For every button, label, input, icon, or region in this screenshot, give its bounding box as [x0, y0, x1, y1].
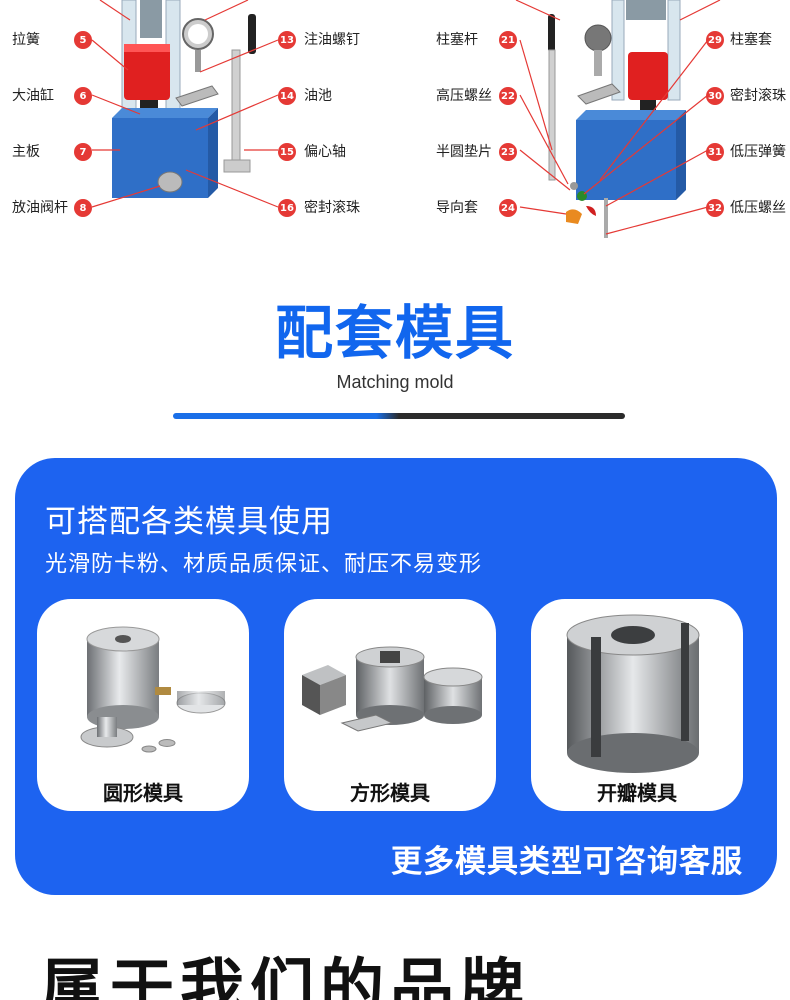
part-badge-32: 32	[706, 199, 724, 217]
section-divider	[173, 413, 625, 419]
part-label-14: 油池	[304, 88, 332, 104]
mold-tile-square: 方形模具	[284, 599, 496, 811]
mold-label-split: 开瓣模具	[597, 781, 677, 805]
card-features: 光滑防卡粉、材质品质保证、耐压不易变形	[45, 552, 483, 577]
part-badge-22: 22	[499, 87, 517, 105]
section-title: 配套模具	[274, 299, 515, 367]
part-badge-24: 24	[499, 199, 517, 217]
square-mold-icon	[302, 646, 483, 732]
card-headline: 可搭配各类模具使用	[45, 504, 333, 540]
parts-diagram: 拉簧 5 大油缸 6 主板 7 放油阀杆 8 13 注油螺钉 14 油池 15 …	[0, 0, 790, 250]
part-label-16: 密封滚珠	[304, 200, 360, 216]
part-label-21: 柱塞杆	[436, 32, 478, 48]
part-badge-8: 8	[74, 199, 92, 217]
mold-label-round: 圆形模具	[103, 781, 183, 805]
mold-label-square: 方形模具	[350, 781, 430, 805]
part-badge-29: 29	[706, 31, 724, 49]
part-label-8: 放油阀杆	[12, 200, 68, 216]
part-label-15: 偏心轴	[304, 144, 346, 160]
part-label-30: 密封滚珠	[730, 88, 786, 104]
mold-card: 可搭配各类模具使用 光滑防卡粉、材质品质保证、耐压不易变形 圆形模具	[15, 458, 777, 895]
part-label-31: 低压弹簧	[730, 144, 786, 160]
part-badge-21: 21	[499, 31, 517, 49]
part-badge-23: 23	[499, 143, 517, 161]
part-badge-16: 16	[278, 199, 296, 217]
part-badge-6: 6	[74, 87, 92, 105]
part-label-13: 注油螺钉	[304, 32, 360, 48]
part-label-29: 柱塞套	[730, 32, 772, 48]
part-badge-13: 13	[278, 31, 296, 49]
split-mold-icon	[566, 614, 700, 773]
part-label-6: 大油缸	[12, 88, 54, 104]
part-badge-14: 14	[278, 87, 296, 105]
part-label-22: 高压螺丝	[436, 88, 492, 104]
part-badge-5: 5	[74, 31, 92, 49]
part-label-23: 半圆垫片	[436, 144, 492, 160]
part-label-32: 低压螺丝	[730, 200, 786, 216]
brand-heading: 属于我们的品牌	[40, 953, 530, 1000]
part-label-24: 导向套	[436, 200, 478, 216]
part-label-7: 主板	[12, 144, 40, 160]
part-badge-7: 7	[74, 143, 92, 161]
round-mold-icon	[80, 626, 226, 753]
part-label-5: 拉簧	[12, 32, 40, 48]
mold-tile-split: 开瓣模具	[531, 599, 743, 811]
card-footer: 更多模具类型可咨询客服	[391, 844, 743, 880]
mold-tile-round: 圆形模具	[37, 599, 249, 811]
press-illustration	[91, 0, 721, 238]
section-subtitle: Matching mold	[336, 372, 454, 392]
part-badge-15: 15	[278, 143, 296, 161]
part-badge-31: 31	[706, 143, 724, 161]
part-badge-30: 30	[706, 87, 724, 105]
